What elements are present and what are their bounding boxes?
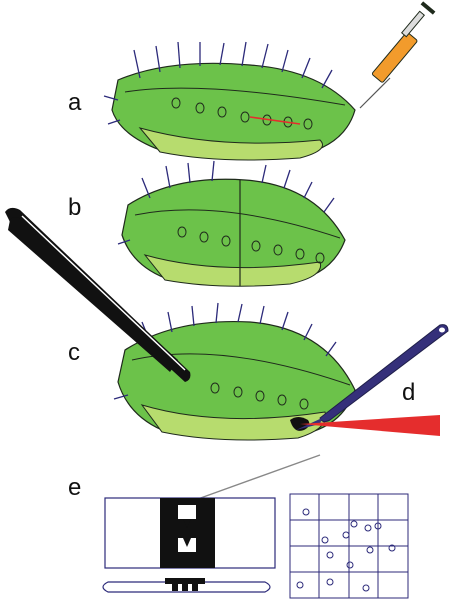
label-c: c [68, 339, 80, 366]
forceps-icon [5, 207, 191, 382]
grid-cells [296, 508, 396, 592]
larva-a-spines [103, 41, 333, 125]
label-e: e [68, 474, 81, 501]
larva-b-spines [117, 160, 335, 245]
larva-b-spiracles [177, 226, 325, 264]
larva-a-stripe [124, 87, 346, 106]
slide-side-view [102, 578, 271, 593]
larva-b [117, 160, 346, 287]
label-b: b [68, 194, 81, 221]
larva-b-stripe [134, 209, 341, 239]
label-a: a [68, 89, 82, 116]
larva-c [113, 302, 356, 441]
label-d: d [402, 379, 415, 406]
laser-beam [300, 415, 440, 436]
injection-line [249, 116, 301, 125]
larva-a-underside [138, 127, 323, 161]
larva-a [103, 41, 356, 161]
larva-c-spiracles [210, 382, 309, 410]
slide-top-view [104, 497, 276, 569]
counting-grid [289, 493, 409, 599]
larva-b-underside [143, 254, 322, 287]
syringe-icon [359, 1, 436, 109]
callout-line [194, 454, 321, 501]
